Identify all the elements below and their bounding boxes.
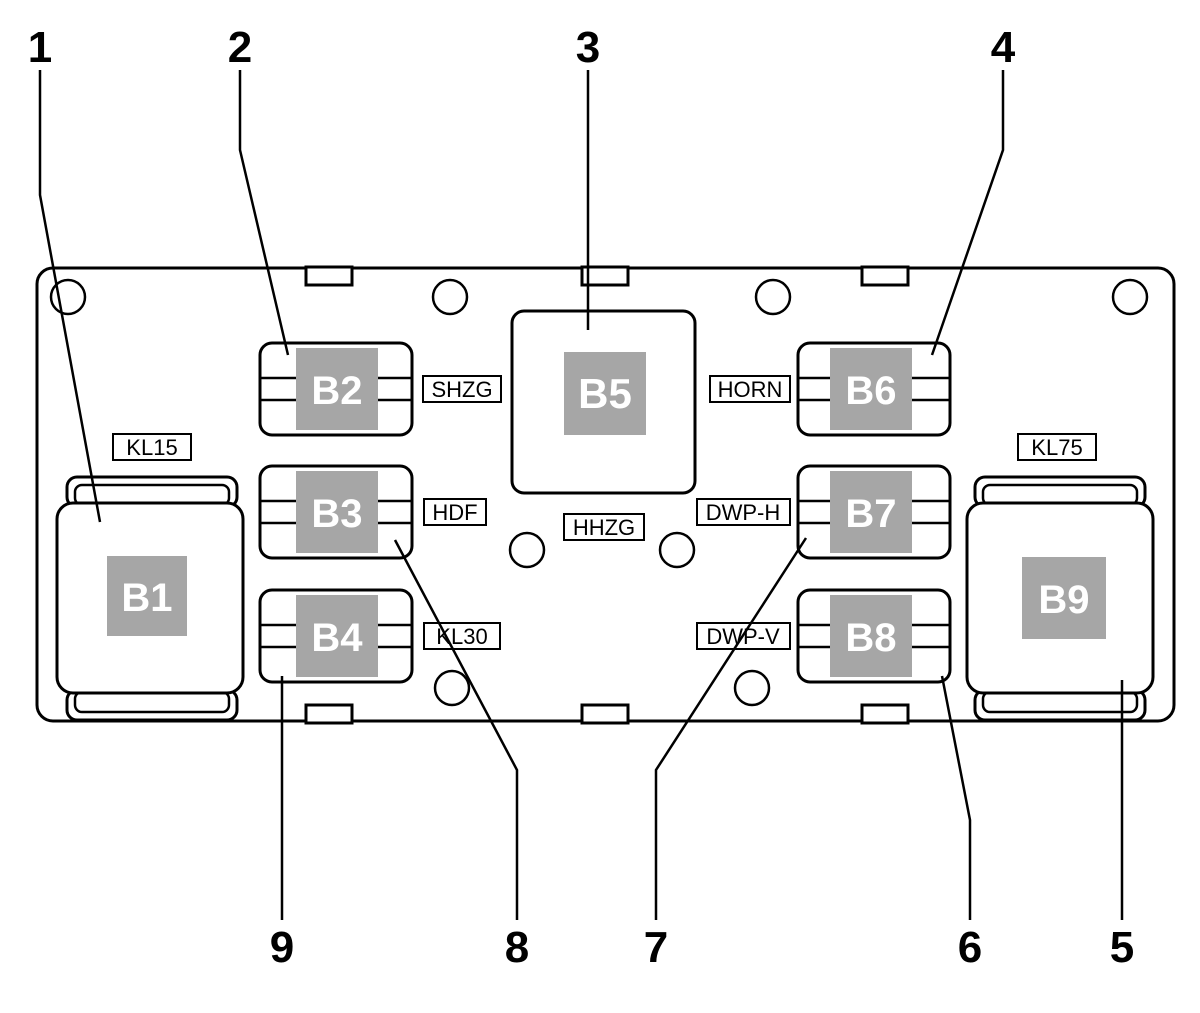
tag-horn: HORN xyxy=(709,375,791,403)
relay-b8-label: B8 xyxy=(845,616,896,660)
leader-lines xyxy=(38,70,1124,920)
relay-b5: B5 xyxy=(510,309,697,495)
relay-b9-label: B9 xyxy=(1038,578,1089,622)
relay-b2-label: B2 xyxy=(311,369,362,413)
leader-line-4 xyxy=(930,70,1005,356)
relay-b4: B4 xyxy=(258,588,414,684)
mount-tab xyxy=(860,703,910,725)
tag-hdf: HDF xyxy=(423,498,487,526)
relay-b2: B2 xyxy=(258,341,414,437)
relay-b1: B1 xyxy=(55,475,245,722)
relay-b5-label: B5 xyxy=(578,370,632,417)
tag-dwp-h-text: DWP-H xyxy=(706,500,781,525)
mounting-hole xyxy=(1111,278,1149,316)
tag-hdf-text: HDF xyxy=(432,500,477,525)
tag-kl15-text: KL15 xyxy=(126,435,177,460)
leader-line-2 xyxy=(238,70,290,356)
relay-b1-label: B1 xyxy=(121,576,172,620)
relay-b7-label: B7 xyxy=(845,492,896,536)
leader-line-6 xyxy=(940,675,972,920)
relay-b3: B3 xyxy=(258,464,414,560)
mounting-hole xyxy=(754,278,792,316)
relay-b3-label: B3 xyxy=(311,492,362,536)
callout-4: 4 xyxy=(991,23,1016,72)
callout-6: 6 xyxy=(958,923,982,972)
mounting-hole xyxy=(49,278,87,316)
mounting-hole xyxy=(431,278,469,316)
tag-kl75: KL75 xyxy=(1017,433,1097,461)
relay-b8: B8 xyxy=(796,588,952,684)
leader-line-1 xyxy=(38,70,102,523)
leader-line-7 xyxy=(654,537,808,920)
tag-horn-text: HORN xyxy=(718,377,783,402)
tag-dwp-h: DWP-H xyxy=(696,498,791,526)
mount-tab xyxy=(304,703,354,725)
callout-1: 1 xyxy=(28,23,52,72)
leader-line-8 xyxy=(393,539,519,920)
mount-tab xyxy=(860,265,910,287)
mounting-hole xyxy=(433,669,471,707)
tag-hhzg: HHZG xyxy=(563,513,645,541)
mount-tab xyxy=(580,703,630,725)
tag-kl15: KL15 xyxy=(112,433,192,461)
tag-hhzg-text: HHZG xyxy=(573,515,635,540)
callout-7: 7 xyxy=(644,923,668,972)
mount-tab xyxy=(580,265,630,287)
tag-kl30-text: KL30 xyxy=(436,624,487,649)
tag-kl75-text: KL75 xyxy=(1031,435,1082,460)
mounting-hole xyxy=(658,531,696,569)
relay-b4-label: B4 xyxy=(311,616,363,660)
callout-3: 3 xyxy=(576,23,600,72)
callout-8: 8 xyxy=(505,923,529,972)
relay-b6: B6 xyxy=(796,341,952,437)
mounting-hole xyxy=(733,669,771,707)
tag-kl30: KL30 xyxy=(423,622,501,650)
relay-b9: B9 xyxy=(965,475,1155,722)
tag-shzg-text: SHZG xyxy=(431,377,492,402)
tag-shzg: SHZG xyxy=(422,375,502,403)
mounting-hole xyxy=(508,531,546,569)
relay-b7: B7 xyxy=(796,464,952,560)
callout-9: 9 xyxy=(270,923,294,972)
relay-b6-label: B6 xyxy=(845,369,896,413)
callout-5: 5 xyxy=(1110,923,1134,972)
mount-tab xyxy=(304,265,354,287)
callout-2: 2 xyxy=(228,23,252,72)
